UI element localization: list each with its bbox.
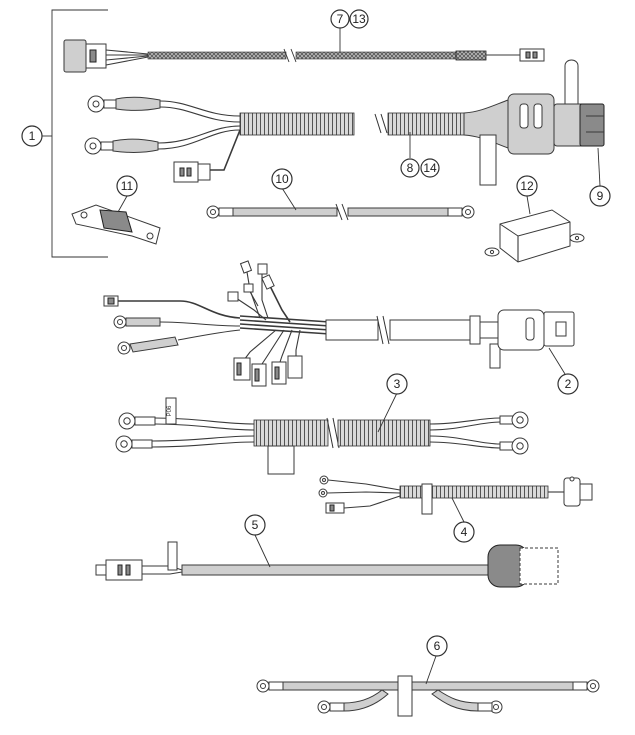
svg-text:3: 3	[394, 377, 401, 391]
svg-text:P06: P06	[167, 405, 173, 416]
callout-1: 1	[21, 125, 43, 147]
control-harness: 2	[103, 260, 579, 395]
weatherpack-connector	[233, 357, 251, 381]
svg-text:9: 9	[597, 189, 604, 203]
kit-bracket	[42, 9, 108, 258]
round-connector	[563, 477, 581, 507]
relay-module: 12	[484, 175, 585, 263]
small-plug-connector	[519, 48, 545, 62]
svg-text:4: 4	[461, 525, 468, 539]
mega-fuse: 11	[71, 175, 161, 245]
corrugated-loom	[239, 112, 355, 136]
bullet-connector	[325, 502, 345, 514]
control-cable: 5	[95, 514, 559, 588]
control-connector	[497, 309, 545, 351]
callout-7: 7	[330, 9, 350, 52]
svg-text:8: 8	[407, 161, 414, 175]
braided-cable-assembly	[63, 39, 545, 73]
callout-14: 14	[420, 158, 440, 178]
main-power-harness	[84, 59, 605, 186]
svg-text:2: 2	[565, 377, 572, 391]
svg-text:11: 11	[121, 179, 134, 193]
svg-text:13: 13	[352, 12, 366, 26]
callout-9: 9	[589, 147, 611, 207]
strap-clamp	[397, 675, 413, 717]
svg-text:14: 14	[423, 161, 437, 175]
pin-connector	[105, 559, 143, 581]
lighting-harness: 4	[318, 475, 593, 543]
svg-text:1: 1	[29, 129, 36, 143]
braided-sleeve	[147, 51, 287, 60]
large-connector	[507, 93, 555, 155]
svg-text:10: 10	[275, 172, 289, 186]
callout-13: 13	[349, 9, 369, 29]
ground-cable: 6	[256, 635, 600, 717]
svg-text:6: 6	[434, 639, 441, 653]
pigtail-connector	[173, 161, 199, 183]
svg-text:12: 12	[520, 179, 534, 193]
battery-harness: P06 3	[115, 373, 529, 475]
callout-8: 8	[400, 132, 420, 178]
svg-text:5: 5	[252, 518, 259, 532]
multi-pin-connector	[63, 39, 87, 73]
battery-jumper-cable: 10	[206, 168, 475, 221]
svg-text:7: 7	[337, 12, 344, 26]
fuse-body	[99, 209, 133, 233]
corrugated-loom	[253, 419, 329, 447]
